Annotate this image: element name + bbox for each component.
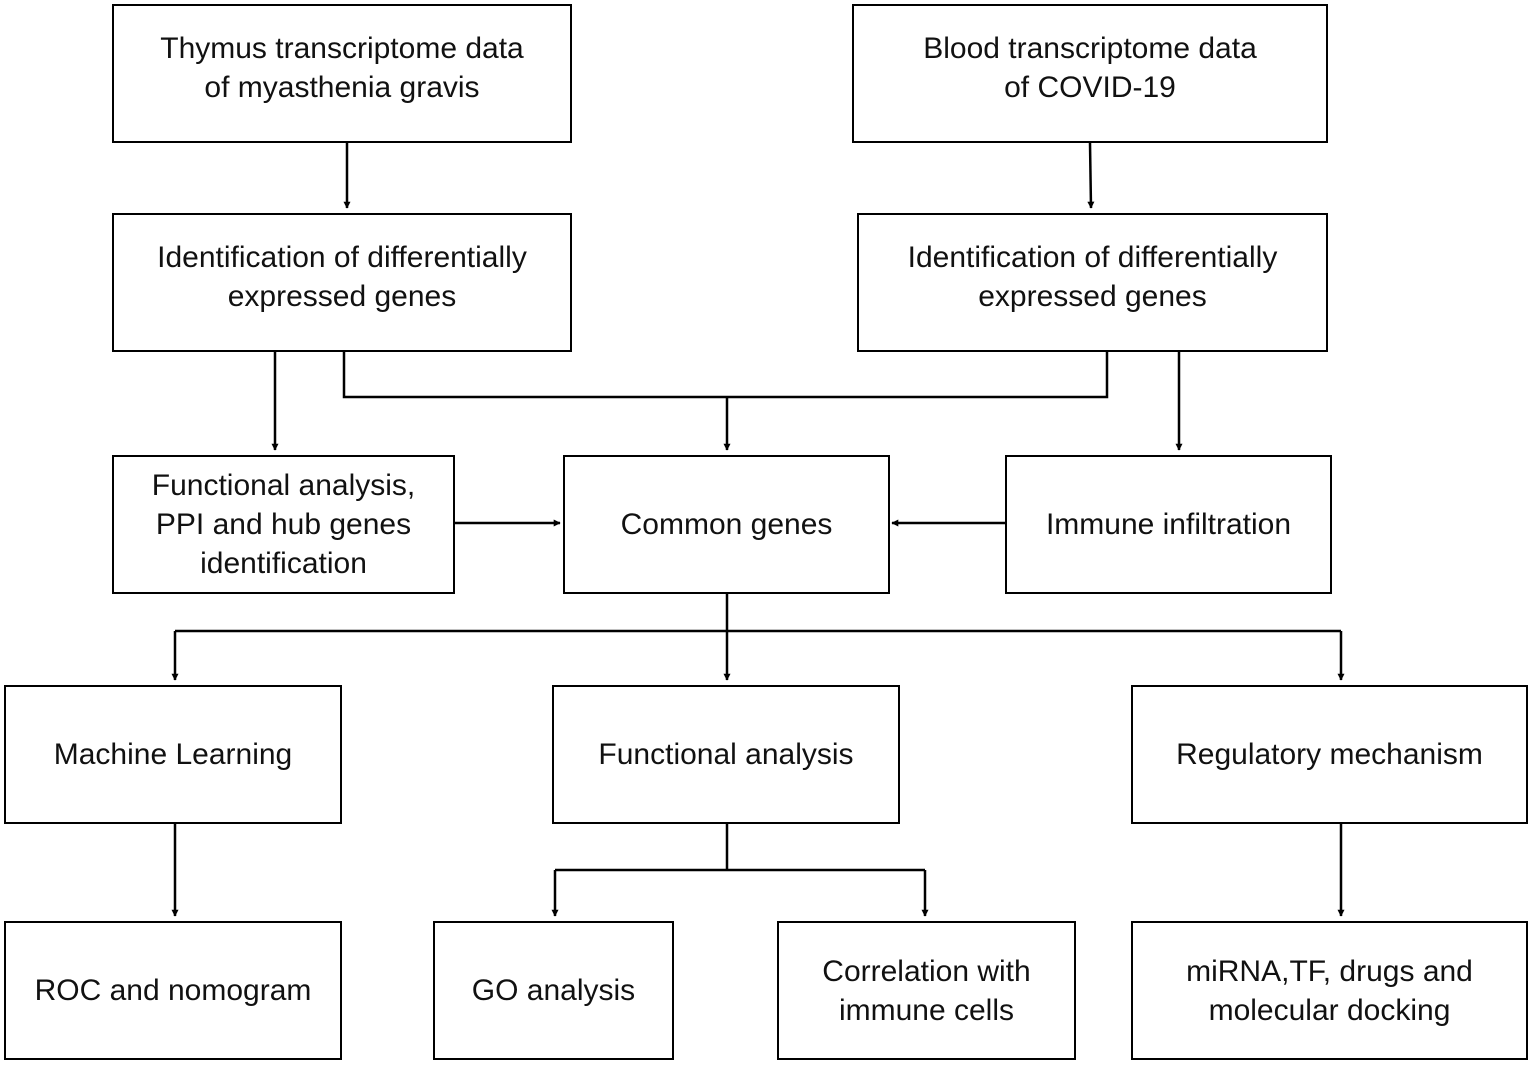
node-common-genes-label: Common genes — [620, 508, 833, 541]
node-common-genes: Common genes — [563, 455, 890, 594]
node-immune-infiltration-label: Immune infiltration — [1045, 508, 1292, 541]
node-functional-analysis-label: Functional analysis — [598, 738, 854, 771]
node-mirna-tf-drugs: miRNA,TF, drugs and molecular docking — [1131, 921, 1528, 1060]
node-blood-transcriptome-label: Blood transcriptome data of COVID-19 — [923, 31, 1257, 104]
node-regulatory-mechanism: Regulatory mechanism — [1131, 685, 1528, 824]
node-machine-learning-label: Machine Learning — [53, 738, 293, 771]
connector-deg-merge — [342, 352, 1109, 399]
connector-common-genes-branch — [175, 594, 1341, 633]
node-functional-ppi-hub-label: Functional analysis, PPI and hub genes i… — [151, 469, 416, 580]
node-roc-nomogram-label: ROC and nomogram — [34, 974, 312, 1007]
node-regulatory-mechanism-label: Regulatory mechanism — [1176, 738, 1483, 771]
node-go-analysis-label: GO analysis — [471, 974, 636, 1007]
node-go-analysis: GO analysis — [433, 921, 674, 1060]
node-deg-blood-label: Identification of differentially express… — [907, 240, 1278, 313]
node-immune-infiltration: Immune infiltration — [1005, 455, 1332, 594]
node-mirna-tf-drugs-label: miRNA,TF, drugs and molecular docking — [1186, 954, 1473, 1027]
node-functional-analysis: Functional analysis — [552, 685, 900, 824]
node-correlation-immune-cells-label: Correlation with immune cells — [822, 954, 1031, 1027]
node-roc-nomogram: ROC and nomogram — [4, 921, 342, 1060]
node-functional-ppi-hub: Functional analysis, PPI and hub genes i… — [112, 455, 455, 594]
arrow-blood-to-deg — [1087, 142, 1095, 209]
connector-functional-branch — [555, 824, 925, 872]
node-deg-blood: Identification of differentially express… — [857, 213, 1328, 352]
node-thymus-transcriptome-label: Thymus transcriptome data of myasthenia … — [160, 31, 524, 104]
node-deg-thymus-label: Identification of differentially express… — [157, 240, 527, 313]
node-machine-learning: Machine Learning — [4, 685, 342, 824]
node-thymus-transcriptome: Thymus transcriptome data of myasthenia … — [112, 4, 572, 143]
node-deg-thymus: Identification of differentially express… — [112, 213, 572, 352]
node-correlation-immune-cells: Correlation with immune cells — [777, 921, 1076, 1060]
node-blood-transcriptome: Blood transcriptome data of COVID-19 — [852, 4, 1328, 143]
